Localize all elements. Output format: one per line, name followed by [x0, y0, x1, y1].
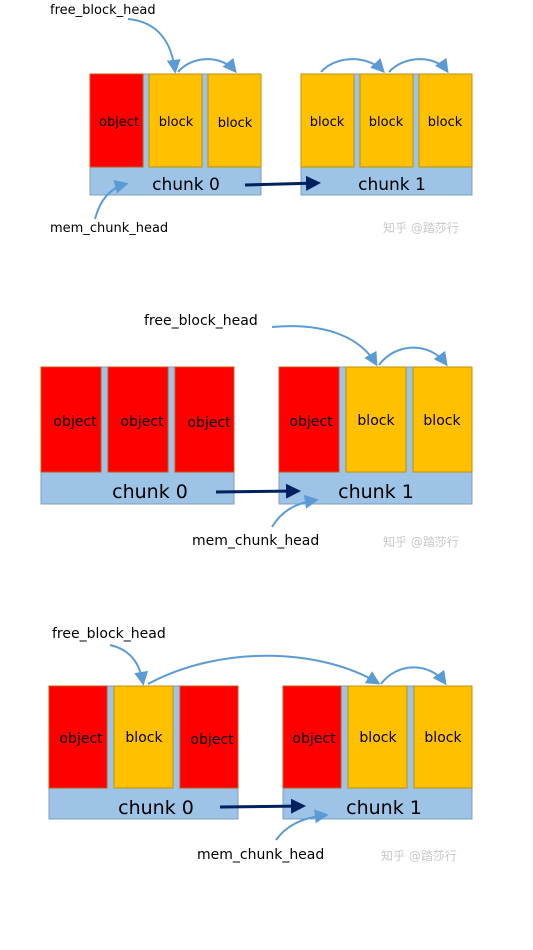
- chunk-next-arrow: [244, 175, 321, 191]
- chunk-label: chunk 0: [112, 481, 188, 503]
- slot-label: block: [428, 115, 463, 130]
- panel-2-chunk-1: object block block chunk 1: [278, 366, 473, 505]
- slot-block: [300, 73, 355, 168]
- watermark: 知乎 @踏莎行: [383, 221, 459, 235]
- slot-label: object: [120, 414, 164, 430]
- slot-label: block: [159, 115, 194, 130]
- panel-3-chunk-0: object block object chunk 0: [48, 685, 239, 820]
- slot-label: object: [190, 732, 234, 748]
- slot-object: [282, 685, 342, 789]
- slot-block: [418, 73, 473, 168]
- slot-block: [359, 73, 414, 168]
- panel-1: object block block chunk 0 block block b…: [50, 3, 473, 236]
- chunk-label: chunk 0: [118, 797, 194, 819]
- free-block-head-pointer: [271, 325, 378, 367]
- panel-3-chunk-1: object block block chunk 1: [282, 685, 473, 820]
- slot-label: block: [369, 115, 404, 130]
- panel-2-chunk-0: object object object chunk 0: [40, 366, 235, 505]
- chunk-next-arrow: [219, 798, 306, 814]
- mem-chunk-head-pointer: [275, 809, 329, 841]
- slot-block: [412, 366, 473, 473]
- chunk-next-arrow: [215, 483, 301, 499]
- chunk-label: chunk 0: [152, 175, 220, 195]
- panel-2: object object object chunk 0 object bloc…: [40, 313, 473, 549]
- free-list-link: [388, 57, 449, 74]
- slot-object: [278, 366, 340, 473]
- slot-block: [413, 685, 473, 789]
- free-list-link: [147, 654, 381, 685]
- mem-chunk-head-pointer: [271, 494, 319, 528]
- free-list-link: [380, 666, 447, 686]
- slot-label: object: [53, 414, 97, 430]
- chunk-label: chunk 1: [346, 797, 422, 819]
- slot-label: block: [218, 116, 253, 131]
- mem-chunk-head-label: mem_chunk_head: [192, 533, 319, 549]
- slot-object: [174, 366, 235, 473]
- free-list-link: [320, 58, 385, 74]
- slot-label: object: [59, 731, 103, 747]
- free-list-link: [378, 346, 448, 367]
- free-block-head-label: free_block_head: [52, 626, 166, 642]
- panel-3: object block object chunk 0 object block…: [48, 626, 473, 863]
- slot-block: [207, 73, 262, 168]
- slot-label: block: [125, 730, 163, 746]
- slot-label: block: [359, 730, 397, 746]
- free-block-head-pointer: [109, 644, 149, 686]
- panel-1-chunk-1: block block block chunk 1: [300, 73, 473, 196]
- free-block-head-label: free_block_head: [50, 3, 156, 18]
- slot-object: [40, 366, 102, 473]
- free-block-head-pointer: [127, 18, 181, 74]
- chunk-label: chunk 1: [338, 481, 414, 503]
- slot-label: object: [292, 731, 336, 747]
- watermark: 知乎 @踏莎行: [381, 849, 457, 863]
- slot-label: block: [424, 730, 462, 746]
- slot-block: [345, 366, 407, 473]
- panel-1-chunk-0: object block block chunk 0: [89, 73, 262, 196]
- slot-label: block: [423, 413, 461, 429]
- slot-object: [179, 685, 239, 789]
- free-block-head-label: free_block_head: [144, 313, 258, 329]
- free-list-link: [177, 57, 237, 74]
- slot-label: object: [187, 415, 231, 431]
- slot-object: [107, 366, 169, 473]
- slot-object: [48, 685, 108, 789]
- watermark: 知乎 @踏莎行: [383, 535, 459, 549]
- chunk-label: chunk 1: [358, 175, 426, 195]
- slot-block: [113, 685, 174, 789]
- mem-chunk-head-label: mem_chunk_head: [50, 221, 168, 236]
- mem-chunk-head-pointer: [94, 179, 129, 220]
- slot-block: [347, 685, 408, 789]
- mem-chunk-head-label: mem_chunk_head: [197, 847, 324, 863]
- slot-object: [89, 73, 144, 168]
- slot-block: [148, 73, 203, 168]
- slot-label: object: [289, 414, 333, 430]
- slot-label: block: [310, 115, 345, 130]
- slot-label: object: [99, 115, 139, 130]
- slot-label: block: [357, 413, 395, 429]
